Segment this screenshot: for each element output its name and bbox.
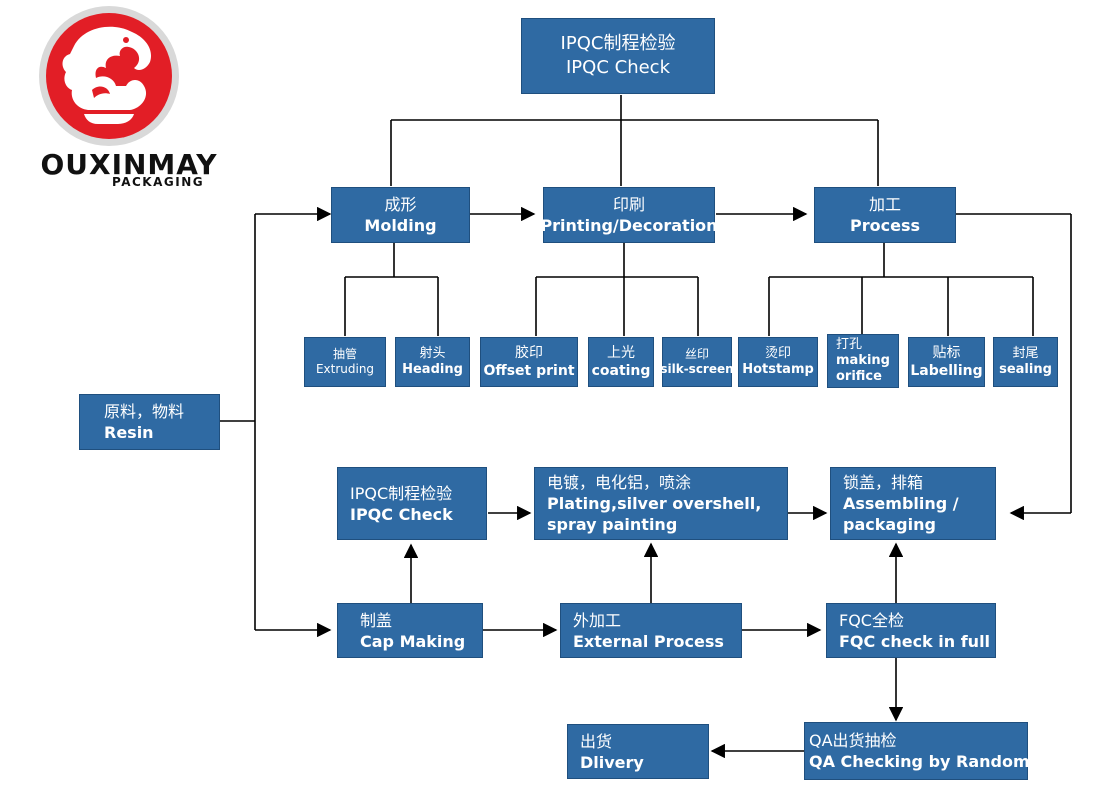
qa-cn: QA出货抽检 — [809, 731, 897, 750]
silk-screen-box: 丝印 silk-screen — [660, 337, 734, 387]
external-cn: 外加工 — [573, 610, 622, 630]
hotstamp-en: Hotstamp — [742, 362, 814, 377]
plating-en2: spray painting — [547, 515, 678, 534]
offset-print-box: 胶印 Offset print — [480, 337, 578, 387]
molding-en: Molding — [364, 216, 437, 235]
ipqc-mid-cn: IPQC制程检验 — [350, 483, 453, 503]
offset-en: Offset print — [483, 363, 575, 379]
assembling-cn: 锁盖，排箱 — [843, 473, 924, 492]
extruding-cn: 抽管 — [332, 347, 357, 361]
offset-cn: 胶印 — [515, 345, 543, 361]
delivery-box: 出货 Dlivery — [567, 724, 709, 779]
cap-cn: 制盖 — [360, 610, 393, 630]
orifice-en1: making — [836, 353, 890, 368]
delivery-cn: 出货 — [580, 731, 613, 751]
plating-en1: Plating,silver overshell, — [547, 494, 762, 513]
process-cn: 加工 — [868, 195, 901, 214]
ipqc-check-mid: IPQC制程检验 IPQC Check — [337, 467, 487, 540]
printing-box: 印刷 Printing/Decoration — [540, 187, 718, 243]
cap-en: Cap Making — [360, 631, 466, 651]
external-en: External Process — [573, 631, 724, 651]
labelling-box: 贴标 Labelling — [908, 337, 985, 387]
sealing-en: sealing — [999, 362, 1052, 377]
labelling-cn: 贴标 — [932, 345, 961, 361]
ipqc-check-top: IPQC制程检验 IPQC Check — [521, 18, 715, 94]
extruding-en: Extruding — [315, 362, 375, 376]
extruding-box: 抽管 Extruding — [304, 337, 386, 387]
printing-en: Printing/Decoration — [540, 216, 718, 235]
coating-en: coating — [591, 363, 651, 379]
external-process-box: 外加工 External Process — [560, 603, 742, 658]
assembling-en2: packaging — [843, 515, 936, 534]
qa-box: QA出货抽检 QA Checking by Random — [804, 722, 1030, 780]
sealing-box: 封尾 sealing — [993, 337, 1058, 387]
molding-cn: 成形 — [384, 195, 417, 214]
brand-subtitle: PACKAGING — [112, 175, 205, 189]
ipqc-mid-en: IPQC Check — [350, 504, 453, 524]
heading-en: Heading — [402, 362, 463, 377]
brand-name: OUXINMAY — [40, 148, 218, 181]
process-en: Process — [850, 216, 920, 235]
orifice-en2: orifice — [836, 369, 882, 384]
labelling-en: Labelling — [910, 363, 983, 379]
fqc-cn: FQC全检 — [839, 610, 904, 630]
plating-cn: 电镀，电化铝，喷涂 — [547, 473, 692, 492]
ouxinmay-logo — [39, 6, 179, 146]
silk-en: silk-screen — [660, 362, 734, 376]
silk-cn: 丝印 — [684, 347, 709, 361]
ipqc-top-cn: IPQC制程检验 — [560, 33, 676, 54]
sealing-cn: 封尾 — [1012, 346, 1039, 361]
making-orifice-box: 打孔 making orifice — [827, 334, 899, 388]
delivery-en: Dlivery — [580, 752, 644, 772]
fqc-box: FQC全检 FQC check in full — [826, 603, 996, 658]
molding-box: 成形 Molding — [331, 187, 470, 243]
resin-cn: 原料，物料 — [104, 402, 185, 421]
resin-box: 原料，物料 Resin — [79, 394, 220, 450]
orifice-cn: 打孔 — [836, 337, 863, 352]
printing-cn: 印刷 — [612, 195, 645, 214]
heading-box: 射头 Heading — [395, 337, 470, 387]
heading-cn: 射头 — [419, 346, 446, 361]
fqc-en: FQC check in full — [839, 631, 991, 651]
coating-cn: 上光 — [607, 345, 635, 361]
assembling-box: 锁盖，排箱 Assembling / packaging — [830, 467, 996, 540]
coating-box: 上光 coating — [588, 337, 654, 387]
resin-en: Resin — [104, 423, 154, 442]
qa-en: QA Checking by Random — [809, 752, 1030, 771]
process-box: 加工 Process — [814, 187, 956, 243]
assembling-en1: Assembling / — [843, 494, 959, 513]
cap-making-box: 制盖 Cap Making — [337, 603, 483, 658]
ipqc-top-en: IPQC Check — [566, 57, 670, 78]
plating-box: 电镀，电化铝，喷涂 Plating,silver overshell, spra… — [534, 467, 788, 540]
hotstamp-cn: 烫印 — [764, 346, 791, 361]
hotstamp-box: 烫印 Hotstamp — [738, 337, 818, 387]
